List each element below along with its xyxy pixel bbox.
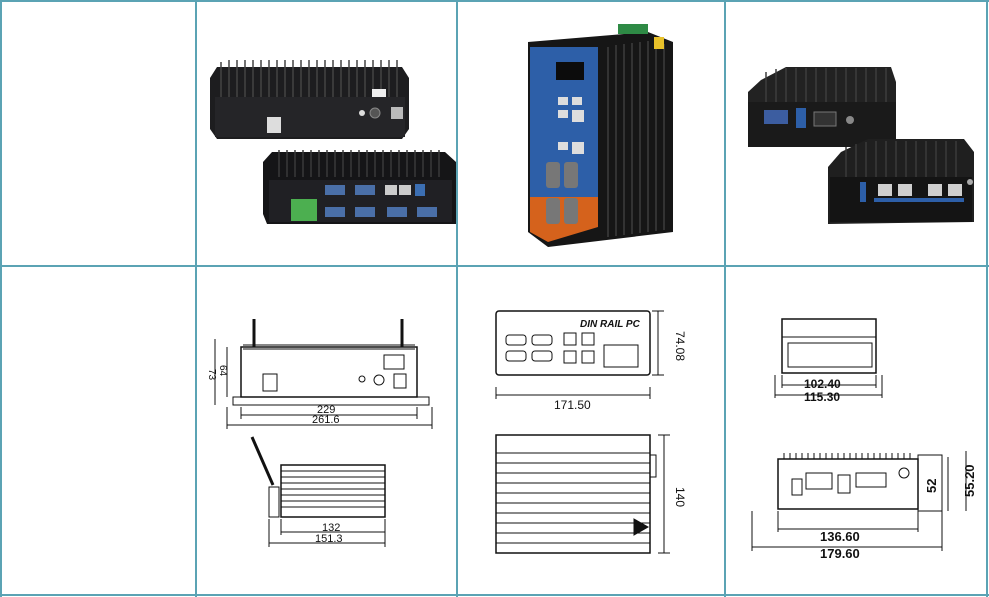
dim-depth-outer: 151.3: [315, 533, 343, 545]
fanless-box-front-unit: [263, 150, 456, 224]
dim-mini-width-inner: 136.60: [820, 529, 860, 544]
table-divider-col1: [195, 0, 197, 597]
din-rail-dimension-drawing: DIN RAIL PC 74.08 171.50: [458, 267, 724, 594]
dim-din-width: 171.50: [554, 398, 591, 412]
din-rail-pc-photo: [458, 2, 724, 265]
dim-depth-inner: 132: [322, 522, 340, 534]
dim-height-inner: 64: [217, 365, 228, 377]
table-border-bottom: [0, 594, 989, 596]
dim-din-height: 74.08: [673, 331, 687, 361]
row-label-dimensions: [2, 267, 195, 594]
table-border-top: [0, 0, 989, 2]
fanless-box-dimension-drawing: 73 64 229 261.6 132 151.3: [197, 267, 456, 594]
dim-width-outer: 261.6: [312, 414, 340, 426]
fanless-box-pc-photo: [197, 2, 456, 265]
row-label-photos: [2, 2, 195, 265]
dim-din-depth: 140: [673, 487, 687, 507]
dim-mini-top-width-outer: 115.30: [804, 390, 840, 404]
table-divider-col2: [456, 0, 458, 597]
table-divider-row: [0, 265, 989, 267]
mini-pc-dimension-drawing: 102.40 115.30 52 55.20: [726, 267, 986, 594]
table-border-left: [0, 0, 2, 597]
mini-pc-back-unit: [748, 67, 896, 147]
fanless-box-back-unit: [210, 60, 409, 139]
mini-pc-front-unit: [828, 139, 974, 224]
mini-pc-photo: [726, 2, 986, 265]
dim-mini-height-inner: 52: [924, 479, 939, 493]
dim-width-inner: 229: [317, 404, 335, 416]
table-divider-col3: [724, 0, 726, 597]
dim-height-outer: 73: [206, 369, 217, 381]
table-border-right: [986, 0, 988, 597]
dim-mini-top-width-inner: 102.40: [804, 377, 841, 391]
dim-mini-height-outer: 55.20: [962, 464, 977, 497]
dim-mini-width-outer: 179.60: [820, 546, 860, 561]
din-front-label: DIN RAIL PC: [580, 319, 641, 330]
